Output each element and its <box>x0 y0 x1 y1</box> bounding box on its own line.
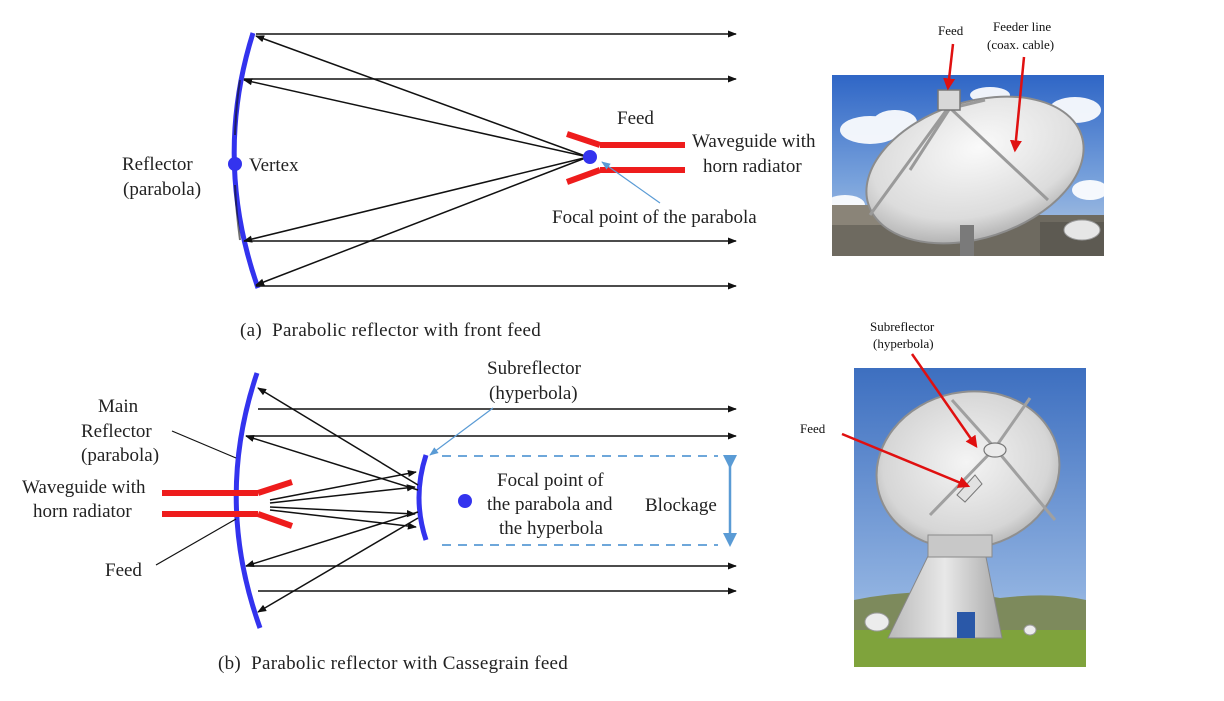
main-reflector-label-3: (parabola) <box>81 445 159 466</box>
photo-b-feed-label: Feed <box>800 421 826 436</box>
main-reflector-b <box>233 372 263 629</box>
photo-b-subreflector-label: Subreflector <box>870 319 935 334</box>
photo-cassegrain-dish: Subreflector (hyperbola) Feed <box>800 319 1086 667</box>
subreflector-callout <box>910 353 978 448</box>
rays-feed-to-sub <box>269 469 417 530</box>
focal-label-b-2: the parabola and <box>487 494 613 515</box>
photo-front-feed-dish: Feed Feeder line (coax. cable) <box>825 19 1108 256</box>
waveguide-sublabel-b: horn radiator <box>33 501 132 522</box>
caption-a: (a) Parabolic reflector with front feed <box>240 320 541 341</box>
waveguide-label-b: Waveguide with <box>22 477 146 498</box>
feed-label-b: Feed <box>105 560 142 581</box>
leader-lines-b <box>155 430 237 566</box>
reflector-sublabel-a: (parabola) <box>123 179 201 200</box>
vertex-label: Vertex <box>249 155 299 176</box>
main-reflector-label-2: Reflector <box>81 421 152 442</box>
feed-box-a <box>937 89 961 111</box>
focal-label-a: Focal point of the parabola <box>552 207 757 228</box>
photo-a-feed-label: Feed <box>938 23 964 38</box>
subreflector-b <box>416 454 429 541</box>
photo-a-feeder-sublabel: (coax. cable) <box>987 37 1054 52</box>
parallel-rays-b <box>246 405 737 595</box>
feed-callout-a <box>943 43 956 91</box>
photo-b-subreflector-sublabel: (hyperbola) <box>873 336 934 351</box>
focal-pointer-a <box>601 161 661 204</box>
waveguide-sublabel-a: horn radiator <box>703 156 802 177</box>
photo-a-feeder-label: Feeder line <box>993 19 1051 34</box>
main-reflector-label: Main <box>98 396 139 417</box>
reflector-label-a: Reflector <box>122 154 193 175</box>
parallel-rays-a <box>244 30 737 290</box>
focal-point-b <box>458 494 472 508</box>
focal-label-b: Focal point of <box>497 470 604 491</box>
vertex-dot <box>228 157 242 171</box>
focal-point-a <box>583 150 597 164</box>
subreflector-sublabel: (hyperbola) <box>489 383 578 404</box>
caption-b: (b) Parabolic reflector with Cassegrain … <box>218 653 568 674</box>
blockage-zone <box>442 455 718 546</box>
subreflector-photo <box>983 442 1007 458</box>
subreflector-label: Subreflector <box>487 358 582 379</box>
blockage-label: Blockage <box>645 495 717 516</box>
subreflector-pointer <box>429 407 494 456</box>
diagram-cassegrain-feed: Main Reflector (parabola) Waveguide with… <box>22 358 737 674</box>
diagram-front-feed: Reflector (parabola) Vertex Feed Wavegui… <box>122 30 816 341</box>
focal-label-b-3: the hyperbola <box>499 518 604 539</box>
feed-callout-b <box>841 432 971 488</box>
rays-to-reflector-a <box>243 35 589 286</box>
waveguide-label-a: Waveguide with <box>692 131 816 152</box>
feed-label-a: Feed <box>617 108 654 129</box>
feed-horn-b <box>162 479 293 529</box>
feeder-callout-a <box>1009 56 1026 153</box>
rays-sub-to-main <box>245 387 419 613</box>
